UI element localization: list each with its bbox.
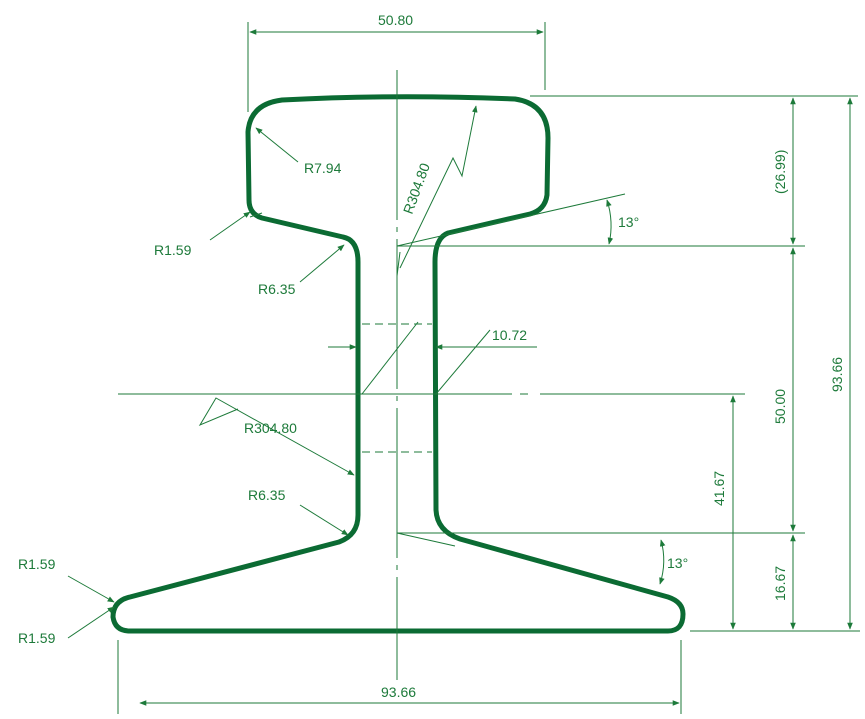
head-edge-radius-label: R1.59 [154, 242, 192, 258]
web-radius-label: R304.80 [244, 420, 297, 436]
lower-angle-arc [659, 539, 666, 585]
upper-angle-arc [606, 199, 614, 245]
head-depth-label: (26.99) [772, 150, 788, 194]
neutral-axis-label: 41.67 [711, 471, 727, 506]
radius-leaders [67, 105, 491, 639]
web-height-label: 50.00 [772, 389, 788, 424]
head-taper-line [396, 193, 626, 247]
base-top-radius-label: R1.59 [18, 556, 56, 572]
base-width-label: 93.66 [381, 684, 416, 700]
lower-fillet-label: R6.35 [248, 487, 286, 503]
head-corner-radius-label: R7.94 [304, 160, 342, 176]
total-height-label: 93.66 [829, 357, 845, 392]
construction-lines [118, 70, 860, 680]
base-taper-line [396, 532, 456, 547]
web-thickness-label: 10.72 [492, 327, 527, 343]
upper-angle-label: 13° [618, 214, 639, 230]
head-radius-label: R304.80 [400, 161, 433, 216]
head-width-label: 50.80 [378, 12, 413, 28]
base-depth-label: 16.67 [772, 566, 788, 601]
rail-outline [110, 94, 686, 634]
base-bottom-radius-label: R1.59 [18, 630, 56, 646]
lower-angle-label: 13° [667, 555, 688, 571]
upper-fillet-label: R6.35 [258, 281, 296, 297]
extension-lines [117, 22, 682, 714]
